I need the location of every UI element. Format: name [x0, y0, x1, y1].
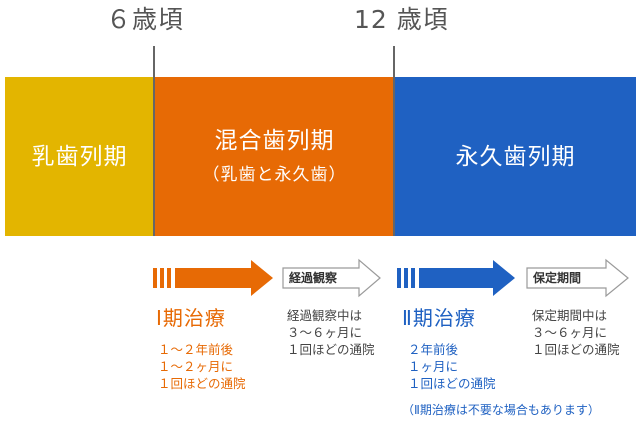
mixed-dentition-title: 混合歯列期 — [214, 127, 335, 154]
permanent-dentition-band: 永久歯列期 — [395, 77, 636, 236]
phase2-detail-3: １回ほどの通院 — [408, 376, 496, 391]
phase1-detail-2: １～２ヶ月に — [158, 359, 234, 374]
age-6-label: ６歳頃 — [106, 5, 185, 34]
retention-detail-1: 保定期間中は — [532, 308, 608, 323]
phase1-title: Ⅰ期治療 — [156, 306, 226, 330]
mixed-dentition-band: 混合歯列期 （乳歯と永久歯） — [155, 77, 394, 236]
permanent-dentition-title: 永久歯列期 — [455, 143, 576, 170]
retention-detail-2: ３～６ヶ月に — [532, 325, 608, 340]
phase2-arrow — [397, 260, 515, 296]
phase2-detail-2: １ヶ月に — [408, 359, 459, 374]
age-6-divider — [153, 46, 155, 236]
age-12-divider — [393, 46, 395, 236]
age-12-label: 12 歳頃 — [354, 5, 449, 34]
primary-dentition-band: 乳歯列期 — [5, 77, 154, 236]
retention-detail-3: １回ほどの通院 — [532, 342, 620, 357]
phase2-detail-1: ２年前後 — [408, 342, 459, 357]
phase1-arrow — [153, 260, 273, 296]
phase2-title: Ⅱ期治療 — [402, 306, 476, 330]
observation-detail-2: ３～６ヶ月に — [287, 325, 363, 340]
retention-arrow — [526, 258, 629, 298]
primary-dentition-title: 乳歯列期 — [31, 143, 128, 170]
phase1-detail-1: １～２年前後 — [158, 342, 234, 357]
phase1-detail-3: １回ほどの通院 — [158, 376, 246, 391]
mixed-dentition-subtitle: （乳歯と永久歯） — [202, 164, 347, 185]
observation-arrow-label: 経過観察 — [289, 271, 338, 285]
retention-arrow-label: 保定期間 — [533, 271, 582, 285]
observation-detail-3: １回ほどの通院 — [287, 342, 375, 357]
observation-arrow — [282, 258, 381, 298]
phase2-note: （Ⅱ期治療は不要な場合もあります） — [402, 403, 600, 417]
observation-detail-1: 経過観察中は — [287, 308, 363, 323]
